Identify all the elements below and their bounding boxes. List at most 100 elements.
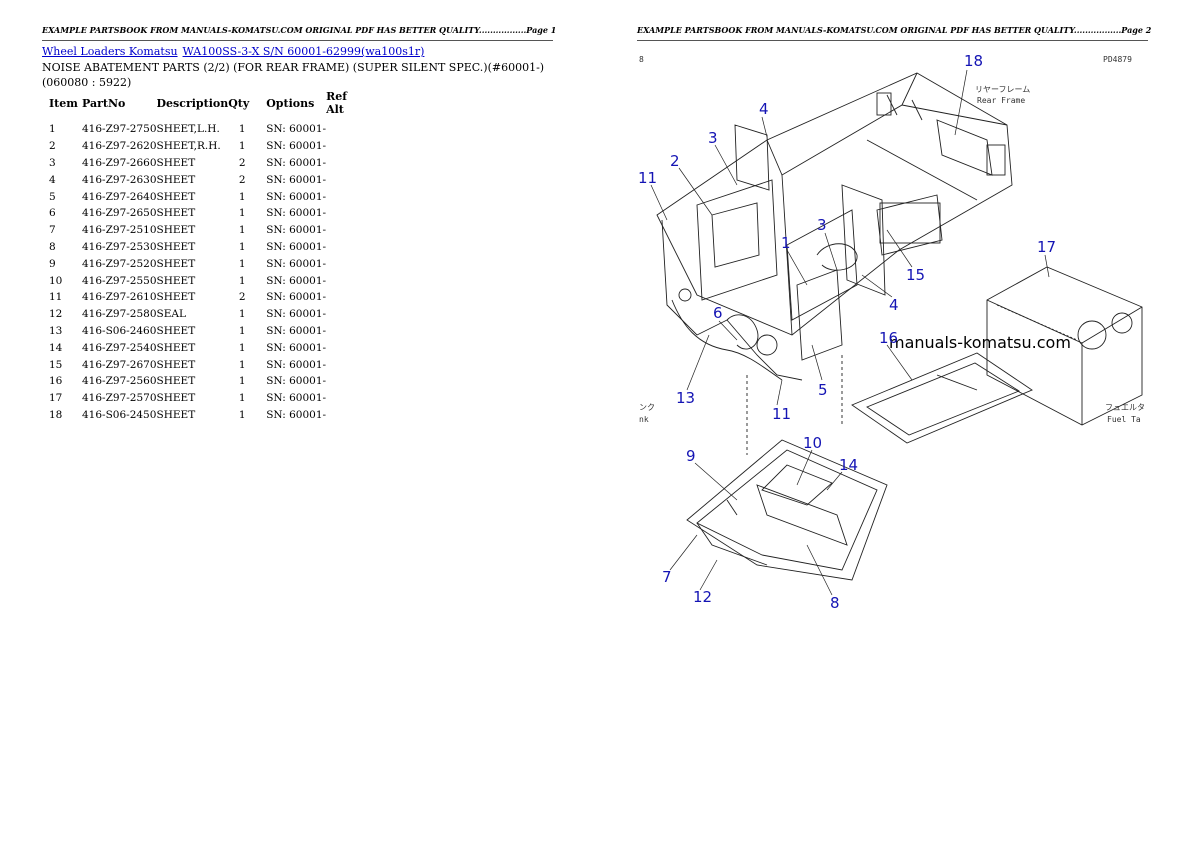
header-qty: Qty — [228, 96, 250, 110]
cell-qty: 1 — [238, 140, 246, 153]
cell-qty: 1 — [238, 257, 246, 270]
callout-6: 6 — [713, 304, 723, 322]
cell-refalt — [326, 356, 366, 373]
cell-description: SHEET — [156, 324, 196, 337]
cell-options: SN: 60001- — [266, 224, 327, 237]
cell-item: 5 — [49, 190, 56, 203]
cell-options: SN: 60001- — [266, 123, 327, 136]
watermark: manuals-komatsu.com — [889, 333, 1071, 352]
cell-refalt — [326, 171, 366, 188]
cell-description: SHEET — [156, 274, 196, 287]
cell-item: 18 — [49, 408, 63, 421]
cell-qty: 2 — [238, 291, 246, 304]
cell-refalt — [326, 188, 366, 205]
page-1-header: EXAMPLE PARTSBOOK FROM MANUALS-KOMATSU.C… — [42, 25, 556, 41]
cell-options: SN: 60001- — [266, 375, 327, 388]
callout-11: 11 — [772, 405, 791, 423]
cell-item: 16 — [49, 375, 63, 388]
cell-qty: 1 — [238, 341, 246, 354]
diagram-ref-code: PD4879 — [1103, 55, 1132, 64]
cell-options: SN: 60001- — [266, 240, 327, 253]
cell-item: 3 — [49, 156, 56, 169]
page-2-header: EXAMPLE PARTSBOOK FROM MANUALS-KOMATSU.C… — [637, 25, 1151, 41]
cell-partno: 416-Z97-2640 — [82, 190, 157, 203]
cell-partno: 416-Z97-2580 — [82, 308, 157, 321]
cell-options: SN: 60001- — [266, 257, 327, 270]
cell-qty: 1 — [238, 123, 246, 136]
cell-partno: 416-S06-2460 — [82, 324, 157, 337]
cell-options: SN: 60001- — [266, 190, 327, 203]
cell-options: SN: 60001- — [266, 324, 327, 337]
callout-9: 9 — [686, 447, 696, 465]
cell-refalt — [326, 390, 366, 407]
cell-description: SHEET — [156, 341, 196, 354]
cell-qty: 1 — [238, 375, 246, 388]
label-en-fuel-tank: Fuel Ta — [1107, 415, 1141, 424]
cell-partno: 416-S06-2450 — [82, 408, 157, 421]
label-en-tank-left: nk — [639, 415, 649, 424]
cell-options: SN: 60001- — [266, 274, 327, 287]
cell-qty: 1 — [238, 274, 246, 287]
exploded-parts-diagram: 8 PD4879 リヤーフレーム Rear Frame フュエルタ Fuel T… — [638, 52, 1145, 612]
header-description: Description — [156, 96, 229, 110]
cell-refalt — [326, 373, 366, 390]
callout-1: 1 — [781, 234, 791, 252]
cell-qty: 2 — [238, 173, 246, 186]
cell-partno: 416-Z97-2530 — [82, 240, 157, 253]
cell-refalt — [326, 272, 366, 289]
cell-description: SEAL — [156, 308, 186, 321]
callout-8: 8 — [830, 594, 840, 612]
cell-item: 10 — [49, 274, 63, 287]
cell-item: 8 — [49, 240, 56, 253]
cell-partno: 416-Z97-2540 — [82, 341, 157, 354]
breadcrumb-link-wheel-loaders[interactable]: Wheel Loaders Komatsu — [42, 45, 178, 58]
cell-description: SHEET — [156, 156, 196, 169]
cell-refalt — [326, 155, 366, 172]
cell-description: SHEET — [156, 224, 196, 237]
cell-partno: 416-Z97-2570 — [82, 392, 157, 405]
cell-partno: 416-Z97-2660 — [82, 156, 157, 169]
cell-refalt — [326, 222, 366, 239]
cell-partno: 416-Z97-2510 — [82, 224, 157, 237]
label-en-rear-frame: Rear Frame — [977, 96, 1025, 105]
cell-partno: 416-Z97-2620 — [82, 140, 157, 153]
header-item: Item — [49, 96, 78, 110]
callout-16: 16 — [879, 329, 898, 347]
callout-labels: 18 4 3 2 11 1 3 15 17 4 6 16 13 5 11 9 1… — [638, 52, 1056, 612]
cell-qty: 1 — [238, 408, 246, 421]
cell-item: 11 — [49, 291, 63, 304]
cell-qty: 1 — [238, 308, 246, 321]
cell-qty: 2 — [238, 156, 246, 169]
cell-description: SHEET — [156, 240, 196, 253]
cell-item: 15 — [49, 358, 63, 371]
cell-options: SN: 60001- — [266, 156, 327, 169]
callout-4: 4 — [759, 100, 769, 118]
header-partno: PartNo — [82, 96, 126, 110]
callout-15: 15 — [906, 266, 925, 284]
cell-options: SN: 60001- — [266, 140, 327, 153]
header-options: Options — [266, 96, 315, 110]
cell-qty: 1 — [238, 392, 246, 405]
cell-partno: 416-Z97-2650 — [82, 207, 157, 220]
callout-10: 10 — [803, 434, 822, 452]
cell-description: SHEET — [156, 173, 196, 186]
cell-item: 12 — [49, 308, 63, 321]
cell-refalt — [326, 323, 366, 340]
cell-refalt — [326, 289, 366, 306]
cell-options: SN: 60001- — [266, 173, 327, 186]
cell-refalt — [326, 138, 366, 155]
cell-refalt — [326, 306, 366, 323]
breadcrumb-link-model[interactable]: WA100SS-3-X S/N 60001-62999(wa100s1r) — [182, 45, 425, 58]
cell-qty: 1 — [238, 224, 246, 237]
callout-17: 17 — [1037, 238, 1056, 256]
label-jp-tank-left: ンク — [639, 403, 655, 412]
